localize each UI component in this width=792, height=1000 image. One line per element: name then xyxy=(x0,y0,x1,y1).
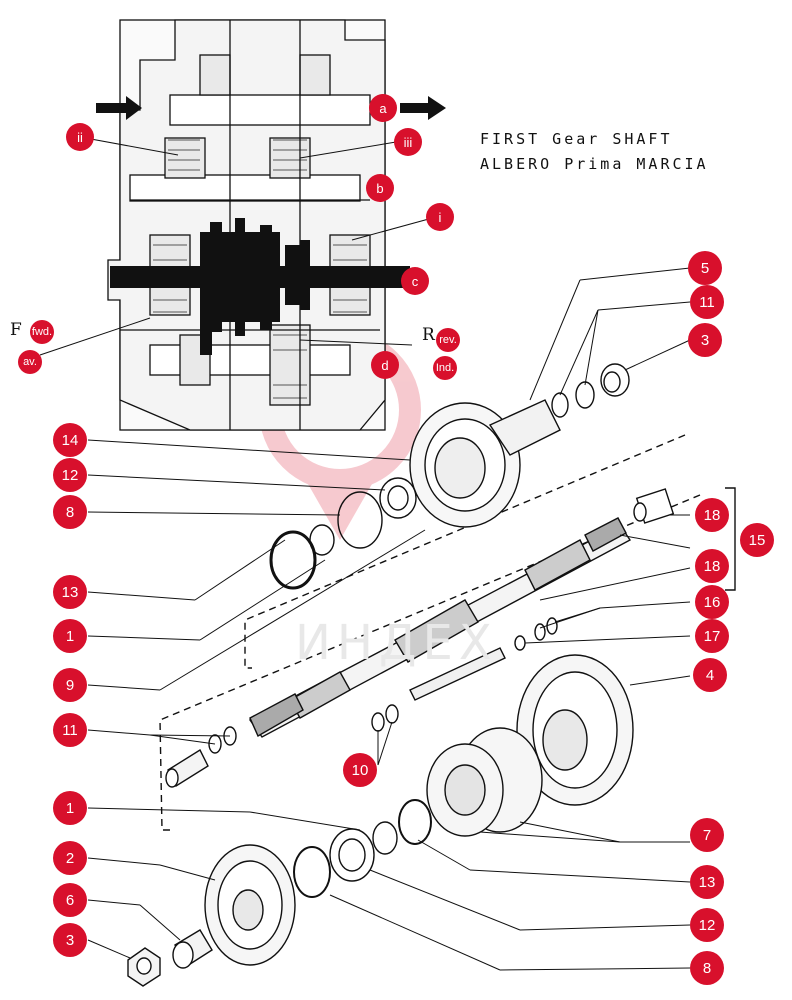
part-callout-3[interactable]: 3 xyxy=(688,323,722,357)
part-callout-16[interactable]: 16 xyxy=(695,585,729,619)
bearing-part-12-bottom xyxy=(329,828,375,882)
input-arrow-icon xyxy=(96,96,142,120)
ind-badge[interactable]: Ind. xyxy=(433,356,457,380)
part-callout-17[interactable]: 17 xyxy=(695,619,729,653)
output-arrow-icon xyxy=(400,96,446,120)
ring-part-8-bottom xyxy=(293,846,331,898)
section-callout-iii[interactable]: iii xyxy=(394,128,422,156)
washer-part-11a xyxy=(551,392,569,418)
ring-part-13b-bottom xyxy=(372,821,398,855)
part-callout-13[interactable]: 13 xyxy=(53,575,87,609)
fwd-prefix-label: F xyxy=(10,320,22,340)
section-leader-lines xyxy=(39,136,437,356)
part-leader-lines xyxy=(87,267,691,971)
av-badge[interactable]: av. xyxy=(18,350,42,374)
part-callout-1b[interactable]: 1 xyxy=(53,791,87,825)
part-callout-12b[interactable]: 12 xyxy=(690,908,724,942)
section-callout-ii[interactable]: ii xyxy=(66,123,94,151)
part-callout-2[interactable]: 2 xyxy=(53,841,87,875)
ring-part-8-top xyxy=(337,491,383,549)
part-callout-13b[interactable]: 13 xyxy=(690,865,724,899)
part-callout-11[interactable]: 11 xyxy=(690,285,724,319)
bushing-part-6 xyxy=(172,929,213,969)
part-callout-14[interactable]: 14 xyxy=(53,423,87,457)
header-line-2: ALBERO Prima MARCIA xyxy=(480,155,709,173)
bushing-part-18 xyxy=(633,488,675,524)
part-callout-15[interactable]: 15 xyxy=(740,523,774,557)
part-callout-1[interactable]: 1 xyxy=(53,619,87,653)
part-callout-9[interactable]: 9 xyxy=(53,668,87,702)
part-callout-18[interactable]: 18 xyxy=(695,498,729,532)
section-callout-d[interactable]: d xyxy=(371,351,399,379)
exploded-parts xyxy=(127,363,736,987)
rev-badge[interactable]: rev. xyxy=(436,328,460,352)
part-callout-11b[interactable]: 11 xyxy=(53,713,87,747)
part-callout-8[interactable]: 8 xyxy=(53,495,87,529)
rod-part-17 xyxy=(409,617,558,701)
bearing-part-12-top xyxy=(379,477,417,519)
part-callout-3b[interactable]: 3 xyxy=(53,923,87,957)
ring-part-13-top xyxy=(269,530,317,590)
part-callout-4[interactable]: 4 xyxy=(693,658,727,692)
part-callout-8b[interactable]: 8 xyxy=(690,951,724,985)
ring-part-13b-top xyxy=(309,524,335,556)
washer-part-10b xyxy=(385,704,399,724)
gear-part-2 xyxy=(204,844,296,966)
assembly-dash-outline-lower xyxy=(159,494,701,831)
gear-part-14 xyxy=(409,399,561,528)
part-callout-7[interactable]: 7 xyxy=(690,818,724,852)
gearbox-cross-section xyxy=(107,19,386,431)
assembly-dash-outline-upper xyxy=(244,434,686,669)
fwd-badge[interactable]: fwd. xyxy=(30,320,54,344)
gear-part-7 xyxy=(426,727,543,837)
section-callout-c[interactable]: c xyxy=(401,267,429,295)
ring-part-13-bottom xyxy=(398,799,432,845)
gear-part-4 xyxy=(516,654,634,806)
part-callout-6[interactable]: 6 xyxy=(53,883,87,917)
part-callout-18b[interactable]: 18 xyxy=(695,549,729,583)
header-line-1: FIRST Gear SHAFT xyxy=(480,130,673,148)
nut-part-3 xyxy=(127,947,161,987)
washer-part-10a xyxy=(371,712,385,732)
part-callout-10[interactable]: 10 xyxy=(343,753,377,787)
rev-prefix-label: R xyxy=(422,325,435,345)
bushing-part-3-top xyxy=(600,363,630,397)
washer-part-11b xyxy=(575,381,595,409)
section-callout-i[interactable]: i xyxy=(426,203,454,231)
section-callout-b[interactable]: b xyxy=(366,174,394,202)
main-shaft-black xyxy=(110,218,410,355)
section-callout-a[interactable]: a xyxy=(369,94,397,122)
part-callout-5[interactable]: 5 xyxy=(688,251,722,285)
part-callout-12[interactable]: 12 xyxy=(53,458,87,492)
watermark-text: ИНДЕХ xyxy=(295,615,498,671)
shaft-part-15 xyxy=(248,517,632,738)
